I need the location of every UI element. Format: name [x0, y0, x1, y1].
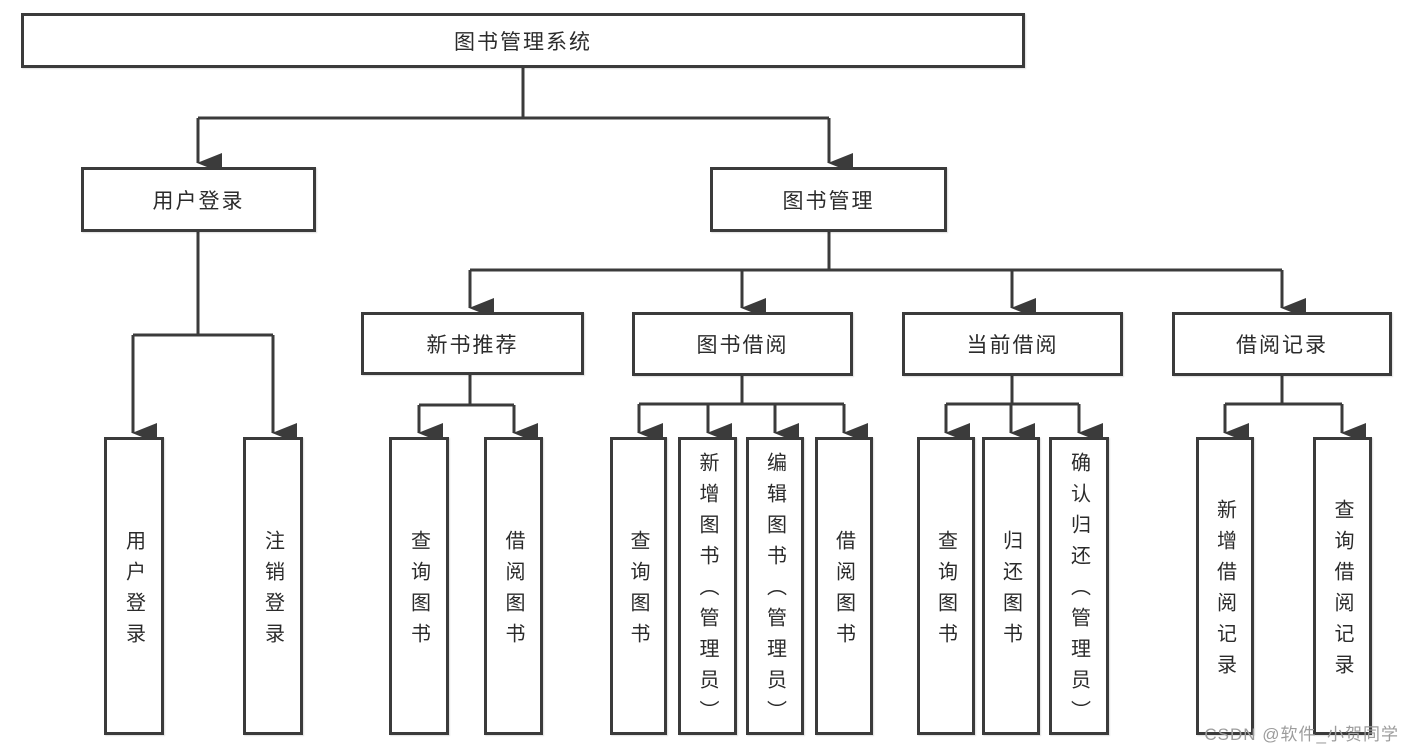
- node-user-login-label: 用户登录: [152, 189, 245, 213]
- leaf-newrec-query-books: 查询图书: [389, 437, 449, 735]
- leaf-records-add-borrow-record: 新增借阅记录: [1196, 437, 1254, 735]
- node-current-borrowing-label: 当前借阅: [966, 334, 1059, 357]
- leaf-logout: 注销登录: [243, 437, 303, 735]
- node-user-login: 用户登录: [81, 167, 316, 232]
- leaf-current-return-books-label: 归还图书: [999, 529, 1022, 654]
- node-book-management: 图书管理: [710, 167, 947, 232]
- leaf-records-add-borrow-record-label: 新增借阅记录: [1213, 498, 1236, 685]
- leaf-logout-label: 注销登录: [261, 529, 284, 654]
- node-borrowing-records-label: 借阅记录: [1236, 334, 1328, 357]
- leaf-borrow-add-books-admin-label: 新增图书（管理员）: [696, 452, 718, 731]
- leaf-current-confirm-return-admin-label: 确认归还（管理员）: [1067, 452, 1090, 731]
- leaf-borrow-edit-books-admin-label: 编辑图书（管理员）: [763, 452, 786, 731]
- leaf-newrec-borrow-books: 借阅图书: [484, 437, 543, 735]
- node-new-book-recommendation: 新书推荐: [361, 312, 584, 375]
- leaf-records-query-borrow-record-label: 查询借阅记录: [1331, 498, 1353, 685]
- leaf-borrow-query-books-label: 查询图书: [627, 529, 649, 654]
- leaf-borrow-query-books: 查询图书: [610, 437, 667, 735]
- node-root-label: 图书管理系统: [454, 30, 592, 54]
- leaf-user-login: 用户登录: [104, 437, 164, 735]
- node-book-management-label: 图书管理: [782, 189, 875, 213]
- node-new-book-recommendation-label: 新书推荐: [426, 333, 519, 357]
- leaf-current-confirm-return-admin: 确认归还（管理员）: [1049, 437, 1109, 735]
- leaf-user-login-label: 用户登录: [122, 529, 145, 654]
- csdn-watermark: CSDN @软件_小贺同学: [1204, 725, 1399, 744]
- node-book-borrowing: 图书借阅: [632, 312, 853, 376]
- leaf-newrec-borrow-books-label: 借阅图书: [502, 529, 524, 654]
- leaf-borrow-borrow-books-label: 借阅图书: [832, 529, 855, 654]
- leaf-borrow-edit-books-admin: 编辑图书（管理员）: [746, 437, 804, 735]
- leaf-current-query-books: 查询图书: [917, 437, 975, 735]
- node-borrowing-records: 借阅记录: [1172, 312, 1392, 376]
- node-book-borrowing-label: 图书借阅: [696, 334, 789, 357]
- node-current-borrowing: 当前借阅: [902, 312, 1123, 376]
- leaf-current-query-books-label: 查询图书: [934, 529, 957, 654]
- leaf-borrow-add-books-admin: 新增图书（管理员）: [678, 437, 737, 735]
- leaf-newrec-query-books-label: 查询图书: [407, 529, 430, 654]
- leaf-records-query-borrow-record: 查询借阅记录: [1313, 437, 1372, 735]
- leaf-borrow-borrow-books: 借阅图书: [815, 437, 873, 735]
- node-root: 图书管理系统: [21, 13, 1025, 68]
- leaf-current-return-books: 归还图书: [982, 437, 1040, 735]
